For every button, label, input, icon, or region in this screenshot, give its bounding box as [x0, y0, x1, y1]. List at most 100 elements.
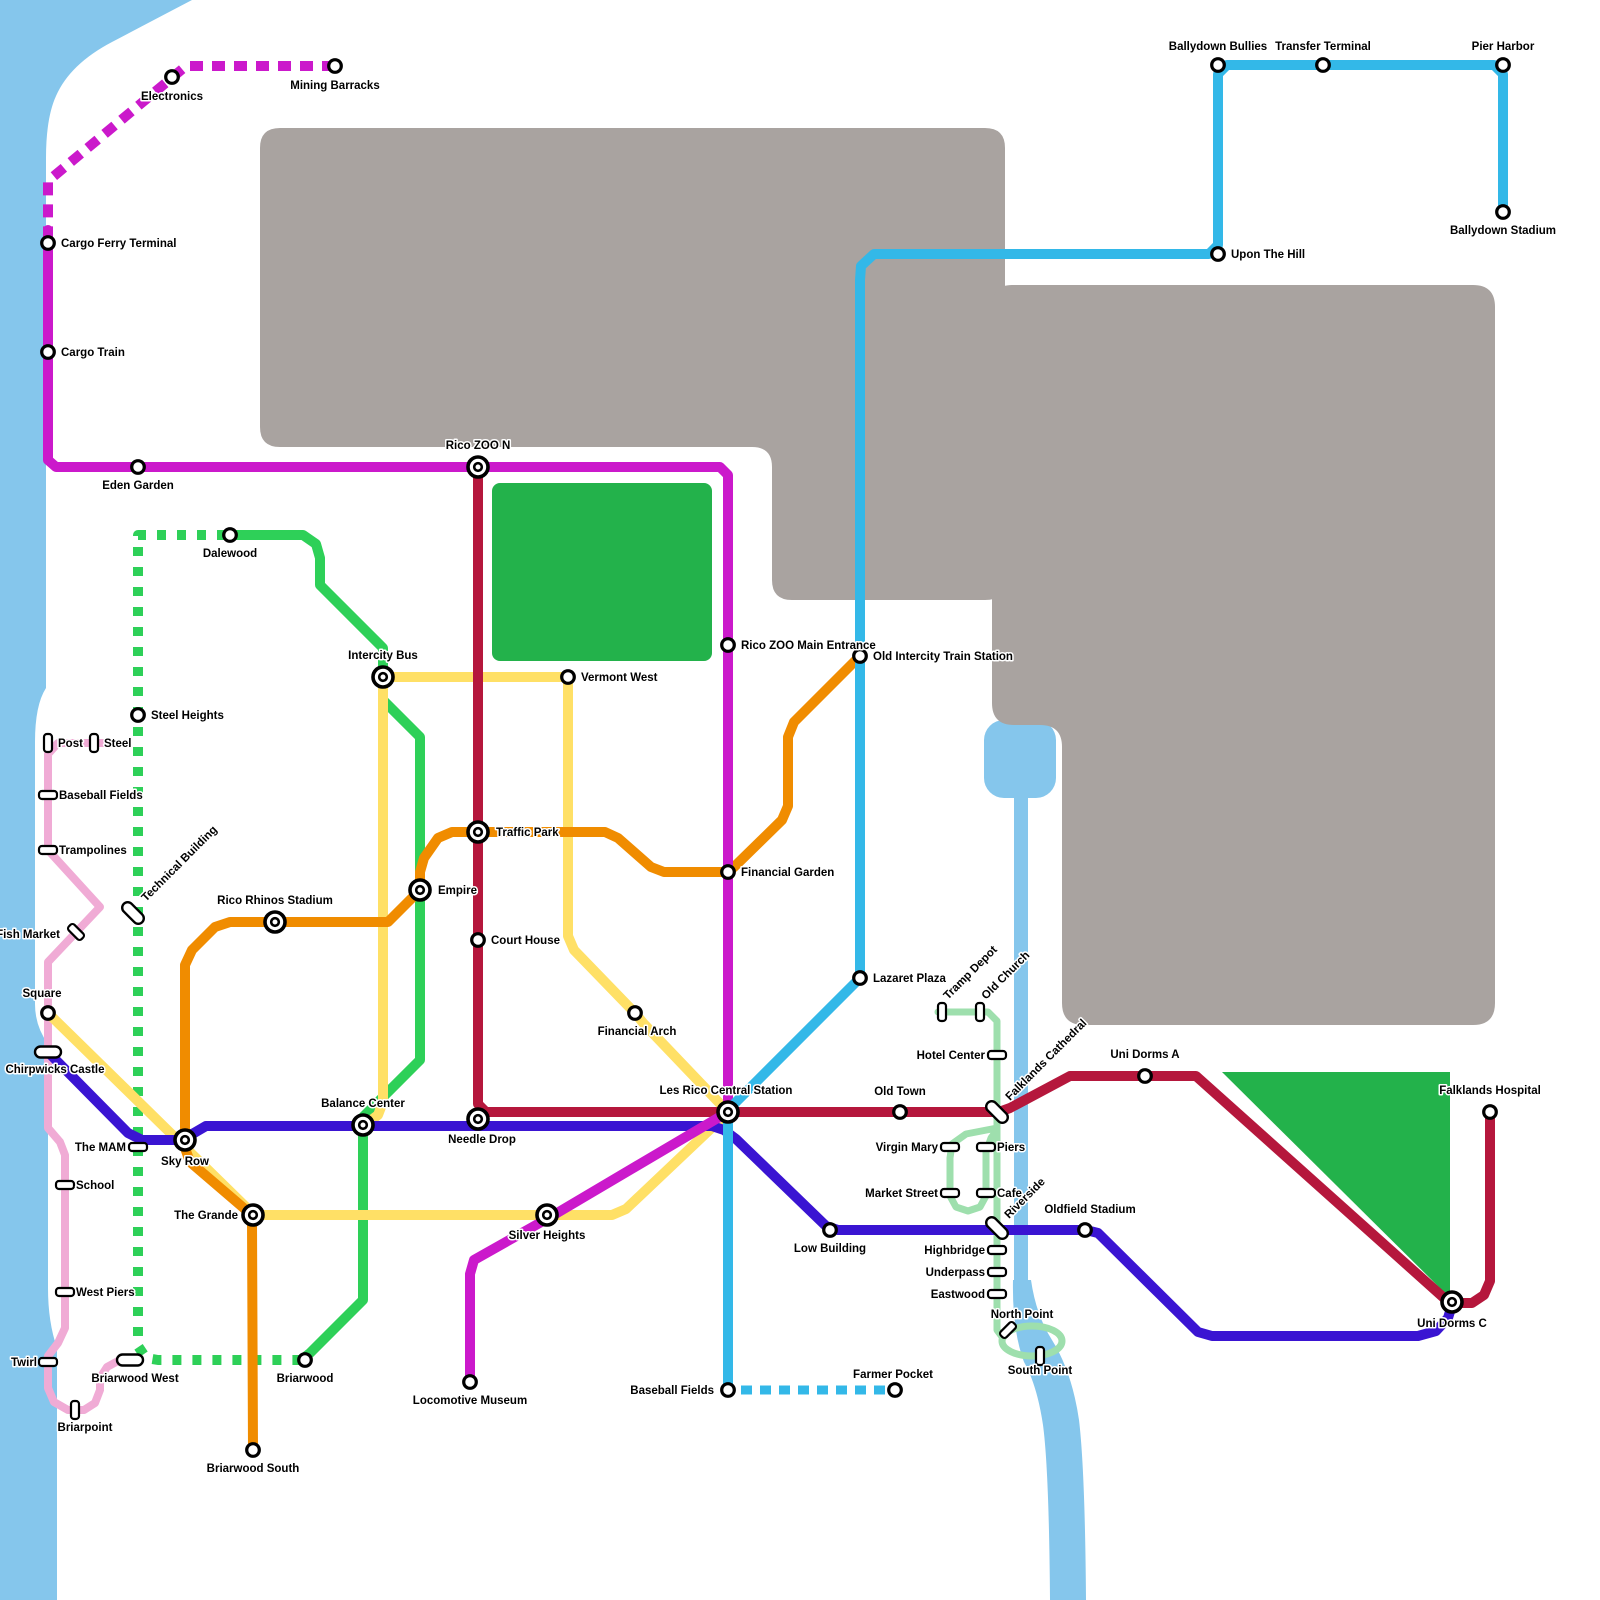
station-electronics[interactable]: [164, 69, 180, 85]
station-marker[interactable]: [245, 1442, 261, 1458]
station-intercity-bus[interactable]: [371, 665, 395, 689]
station-marker[interactable]: [37, 844, 59, 856]
station-old-intercity-train-station[interactable]: [852, 648, 868, 664]
station-the-grande[interactable]: [241, 1203, 265, 1227]
station-marker[interactable]: [222, 527, 238, 543]
station-marker[interactable]: [720, 864, 736, 880]
station-riverside[interactable]: [984, 1215, 1010, 1241]
station-pier-harbor[interactable]: [1495, 57, 1511, 73]
station-marker[interactable]: [54, 1286, 76, 1298]
station-eastwood[interactable]: [986, 1288, 1008, 1300]
station-marker[interactable]: [40, 344, 56, 360]
station-rico-zoo-n[interactable]: [466, 455, 490, 479]
station-fish-market[interactable]: [66, 922, 86, 942]
station-marker[interactable]: [986, 1049, 1008, 1061]
station-marker[interactable]: [1210, 246, 1226, 262]
station-marker[interactable]: [998, 1320, 1018, 1340]
station-transfer-terminal[interactable]: [1315, 57, 1331, 73]
station-marker[interactable]: [852, 970, 868, 986]
station-marker[interactable]: [1034, 1345, 1046, 1367]
station-sky-row[interactable]: [173, 1128, 197, 1152]
station-marker[interactable]: [892, 1104, 908, 1120]
station-marker[interactable]: [130, 707, 146, 723]
station-square[interactable]: [40, 1005, 56, 1021]
station-briarpoint[interactable]: [69, 1399, 81, 1421]
station-marker[interactable]: [986, 1244, 1008, 1256]
station-locomotive-museum[interactable]: [462, 1374, 478, 1390]
station-twirl[interactable]: [37, 1356, 59, 1368]
station-les-rico-central-station[interactable]: [716, 1100, 740, 1124]
station-marker[interactable]: [115, 1353, 145, 1367]
station-marker[interactable]: [720, 1382, 736, 1398]
station-technical-building[interactable]: [120, 900, 146, 926]
station-marker[interactable]: [37, 789, 59, 801]
station-marker[interactable]: [40, 235, 56, 251]
station-marker[interactable]: [66, 922, 86, 942]
station-marker[interactable]: [1495, 204, 1511, 220]
station-mining-barracks[interactable]: [327, 58, 343, 74]
station-cafe[interactable]: [975, 1187, 997, 1199]
station-marker[interactable]: [936, 1001, 948, 1023]
station-marker[interactable]: [984, 1099, 1010, 1125]
station-court-house[interactable]: [470, 932, 486, 948]
station-post[interactable]: [42, 732, 54, 754]
station-farmer-pocket[interactable]: [887, 1382, 903, 1398]
station-rico-zoo-main-entrance[interactable]: [720, 637, 736, 653]
station-silver-heights[interactable]: [535, 1203, 559, 1227]
station-south-point[interactable]: [1034, 1345, 1046, 1367]
station-tramp-depot[interactable]: [936, 1001, 948, 1023]
station-traffic-park[interactable]: [466, 820, 490, 844]
station-marker[interactable]: [986, 1266, 1008, 1278]
station-marker[interactable]: [974, 1001, 986, 1023]
station-falklands-hospital[interactable]: [1482, 1104, 1498, 1120]
station-financial-garden[interactable]: [720, 864, 736, 880]
station-marker[interactable]: [37, 1356, 59, 1368]
station-chirpwicks-castle[interactable]: [33, 1045, 63, 1059]
station-hotel-center[interactable]: [986, 1049, 1008, 1061]
station-virgin-mary[interactable]: [939, 1141, 961, 1153]
station-briarwood[interactable]: [297, 1352, 313, 1368]
station-marker[interactable]: [54, 1179, 76, 1191]
station-school[interactable]: [54, 1179, 76, 1191]
station-marker[interactable]: [164, 69, 180, 85]
station-highbridge[interactable]: [986, 1244, 1008, 1256]
station-marker[interactable]: [1482, 1104, 1498, 1120]
station-empire[interactable]: [408, 878, 432, 902]
station-briarwood-west[interactable]: [115, 1353, 145, 1367]
station-marker[interactable]: [986, 1288, 1008, 1300]
station-marker[interactable]: [720, 637, 736, 653]
station-marker[interactable]: [130, 459, 146, 475]
station-marker[interactable]: [560, 669, 576, 685]
station-marker[interactable]: [1495, 57, 1511, 73]
station-the-mam[interactable]: [127, 1141, 149, 1153]
station-upon-the-hill[interactable]: [1210, 246, 1226, 262]
station-uni-dorms-c[interactable]: [1440, 1290, 1464, 1314]
station-marker[interactable]: [470, 932, 486, 948]
station-market-street[interactable]: [939, 1187, 961, 1199]
station-old-town[interactable]: [892, 1104, 908, 1120]
station-low-building[interactable]: [822, 1222, 838, 1238]
station-ballydown-stadium[interactable]: [1495, 204, 1511, 220]
station-marker[interactable]: [627, 1005, 643, 1021]
station-marker[interactable]: [1210, 57, 1226, 73]
station-underpass[interactable]: [986, 1266, 1008, 1278]
station-marker[interactable]: [327, 58, 343, 74]
station-marker[interactable]: [822, 1222, 838, 1238]
station-marker[interactable]: [88, 732, 100, 754]
station-ballydown-bullies[interactable]: [1210, 57, 1226, 73]
station-marker[interactable]: [297, 1352, 313, 1368]
station-marker[interactable]: [887, 1382, 903, 1398]
station-financial-arch[interactable]: [627, 1005, 643, 1021]
station-cargo-ferry-terminal[interactable]: [40, 235, 56, 251]
station-rico-rhinos-stadium[interactable]: [263, 910, 287, 934]
station-marker[interactable]: [939, 1141, 961, 1153]
station-marker[interactable]: [1315, 57, 1331, 73]
station-marker[interactable]: [1137, 1068, 1153, 1084]
station-baseball-fields[interactable]: [37, 789, 59, 801]
station-oldfield-stadium[interactable]: [1077, 1222, 1093, 1238]
station-uni-dorms-a[interactable]: [1137, 1068, 1153, 1084]
station-piers[interactable]: [975, 1141, 997, 1153]
station-steel[interactable]: [88, 732, 100, 754]
station-eden-garden[interactable]: [130, 459, 146, 475]
station-dalewood[interactable]: [222, 527, 238, 543]
